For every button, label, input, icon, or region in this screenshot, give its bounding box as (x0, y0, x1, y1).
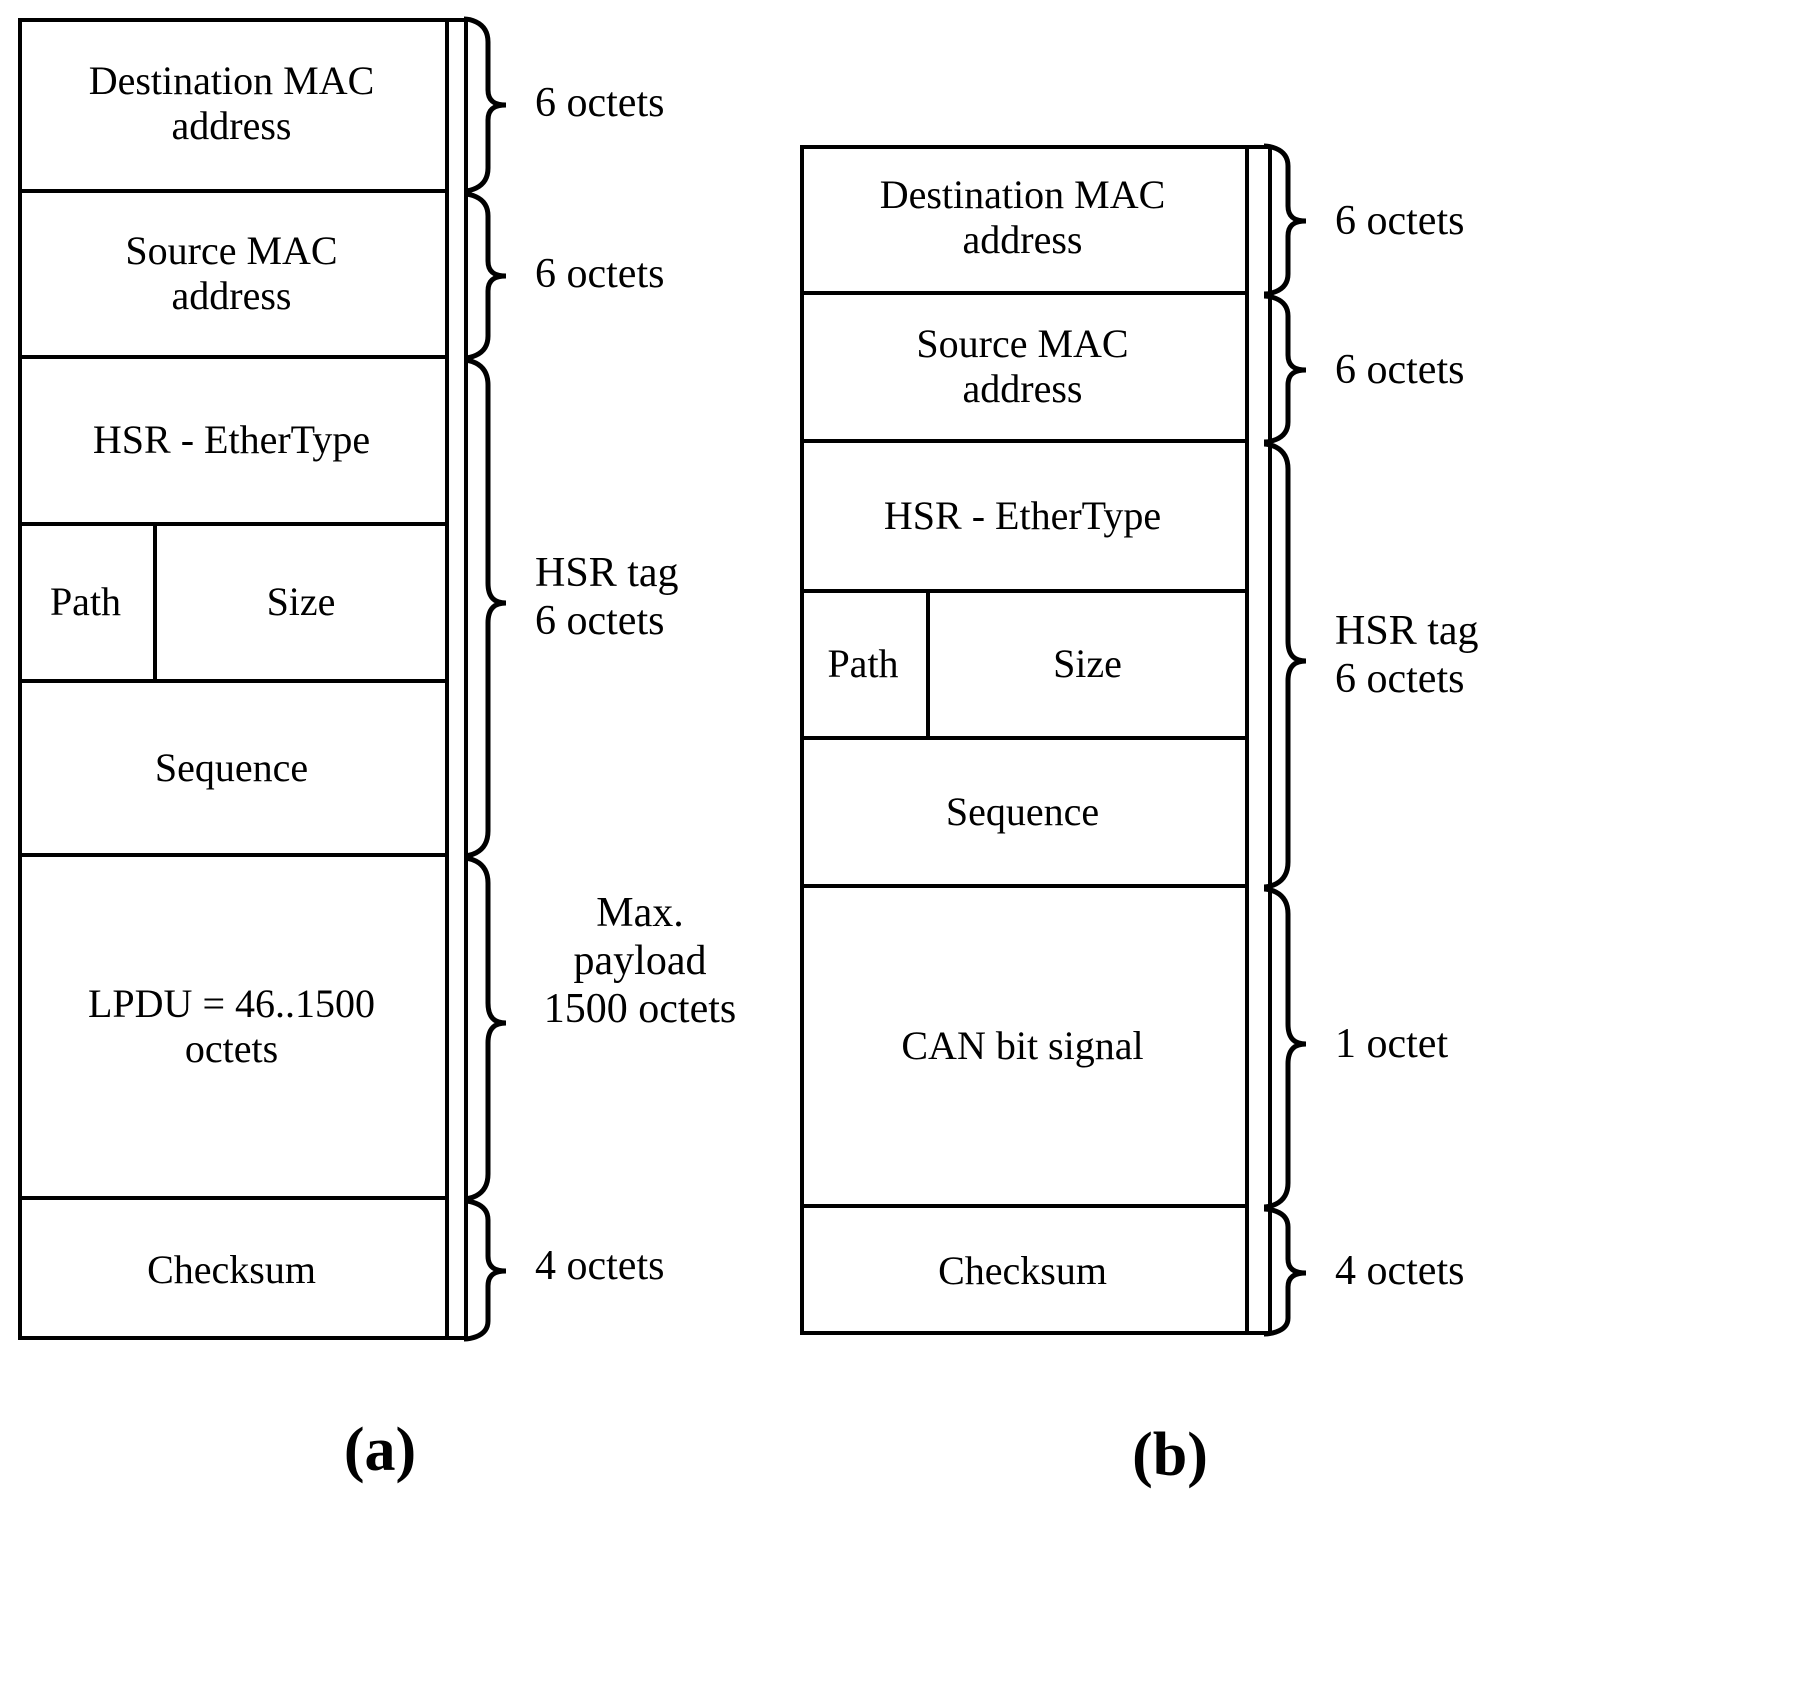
field-source-mac-b: Source MAC address (800, 295, 1245, 443)
tick-column-b (1245, 145, 1249, 1335)
field-path-a: Path (18, 526, 157, 679)
field-sequence-b: Sequence (800, 740, 1245, 888)
field-can-bit-signal-b: CAN bit signal (800, 888, 1245, 1208)
brace-b-1 (1262, 143, 1308, 297)
field-checksum-a: Checksum (18, 1200, 445, 1340)
field-label: Destination MAC address (88, 57, 375, 148)
brace-b-4 (1262, 886, 1308, 1210)
brace-b-2 (1262, 293, 1308, 445)
annotation-a-2: 6 octets (535, 251, 665, 297)
field-label: Size (1053, 641, 1122, 687)
brace-a-3 (462, 357, 508, 859)
caption-a: (a) (343, 1416, 417, 1484)
field-destination-mac-b: Destination MAC address (800, 145, 1245, 295)
field-label: Path (827, 641, 899, 687)
panel-a: Destination MAC address Source MAC addre… (0, 0, 770, 1560)
field-label: HSR - EtherType (883, 492, 1162, 538)
field-size-b: Size (930, 593, 1245, 736)
field-label: Checksum (147, 1246, 316, 1292)
tick-column-a (445, 18, 449, 1340)
panel-b: Destination MAC address Source MAC addre… (780, 0, 1798, 1600)
annotation-a-5: 4 octets (535, 1243, 665, 1289)
field-label: HSR - EtherType (92, 417, 371, 463)
annotation-b-2: 6 octets (1335, 347, 1465, 393)
field-checksum-b: Checksum (800, 1208, 1245, 1335)
annotation-a-3: HSR tag 6 octets (535, 550, 679, 644)
annotation-a-1: 6 octets (535, 80, 665, 126)
field-label: CAN bit signal (901, 1022, 1144, 1068)
field-sequence-a: Sequence (18, 683, 445, 857)
brace-a-2 (462, 191, 508, 361)
annotation-a-4: Max. payload 1500 octets (543, 890, 737, 1032)
field-path-size-a: Path Size (18, 526, 445, 683)
field-label: Sequence (154, 744, 309, 790)
field-label: Path (49, 579, 122, 625)
field-label: LPDU = 46..1500 octets (87, 980, 375, 1071)
field-path-size-b: Path Size (800, 593, 1245, 740)
field-label: Size (266, 579, 336, 625)
field-source-mac-a: Source MAC address (18, 193, 445, 359)
annotation-b-5: 4 octets (1335, 1248, 1465, 1294)
annotation-b-1: 6 octets (1335, 198, 1465, 244)
field-label: Source MAC address (125, 228, 338, 318)
field-destination-mac-a: Destination MAC address (18, 18, 445, 193)
annotation-b-4: 1 octet (1335, 1021, 1449, 1067)
field-label: Destination MAC address (879, 172, 1166, 262)
field-hsr-ethertype-b: HSR - EtherType (800, 443, 1245, 593)
brace-b-3 (1262, 441, 1308, 890)
caption-b: (b) (1132, 1421, 1208, 1489)
field-label: Checksum (938, 1248, 1107, 1294)
annotation-b-3: HSR tag 6 octets (1335, 608, 1479, 702)
field-label: Sequence (945, 788, 1100, 834)
brace-a-5 (462, 1198, 508, 1342)
field-path-b: Path (800, 593, 930, 736)
field-hsr-ethertype-a: HSR - EtherType (18, 359, 445, 526)
brace-a-1 (462, 16, 508, 194)
brace-b-5 (1262, 1206, 1308, 1337)
field-label: Source MAC address (916, 321, 1129, 411)
field-lpdu-a: LPDU = 46..1500 octets (18, 857, 445, 1200)
brace-a-4 (462, 855, 508, 1202)
frame-b (800, 145, 1272, 1335)
field-size-a: Size (157, 526, 445, 679)
